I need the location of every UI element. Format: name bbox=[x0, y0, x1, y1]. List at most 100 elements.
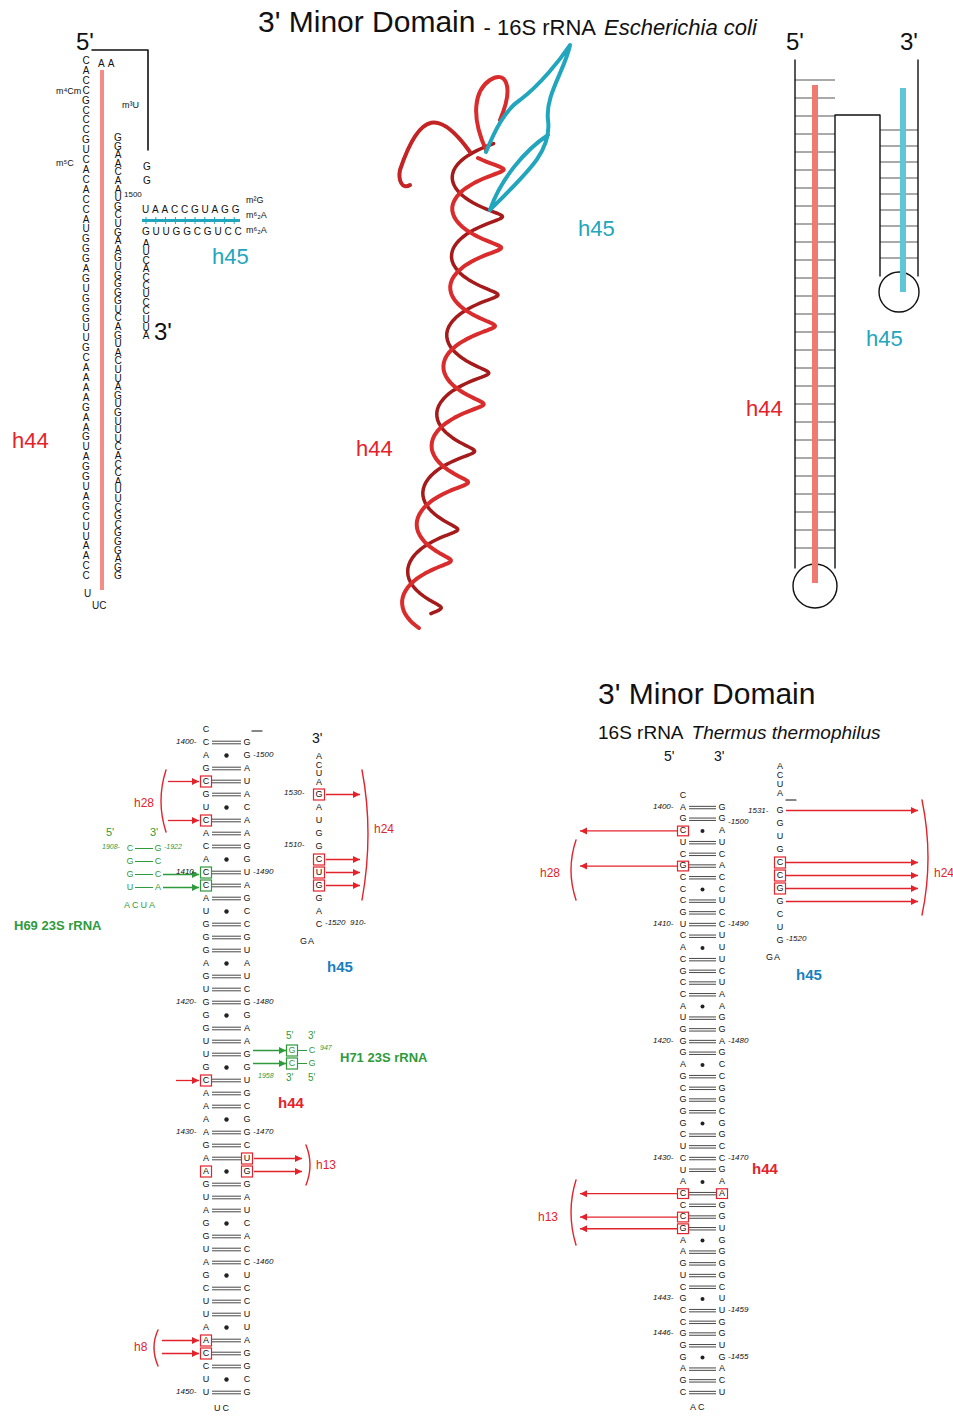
helix-bar bbox=[100, 70, 104, 590]
connector-line bbox=[135, 887, 153, 888]
connector-line bbox=[212, 897, 241, 898]
arrow-head bbox=[192, 1077, 199, 1084]
connector-line bbox=[689, 843, 716, 844]
connector-line bbox=[212, 923, 241, 924]
connector-line bbox=[689, 970, 716, 971]
structure-label: 1410- bbox=[176, 867, 196, 877]
structure-label: 3' bbox=[308, 1030, 315, 1042]
structure-label: U bbox=[84, 588, 91, 600]
connector-line bbox=[212, 1211, 241, 1212]
structure-label: 1450- bbox=[176, 1387, 196, 1397]
connector-line bbox=[212, 821, 241, 822]
connector-line bbox=[786, 901, 918, 902]
structure-label: 5' bbox=[664, 748, 674, 765]
structure-label: 3' bbox=[714, 748, 724, 765]
arrow-head bbox=[279, 1060, 286, 1067]
connector-line bbox=[212, 977, 241, 978]
connector-line bbox=[212, 884, 241, 885]
connector-line bbox=[689, 1075, 716, 1076]
connector-line bbox=[689, 853, 716, 854]
connector-line bbox=[212, 834, 241, 835]
structure-label: 1420- bbox=[176, 997, 196, 1007]
connector-line bbox=[212, 1250, 241, 1251]
connector-line bbox=[212, 743, 241, 744]
connector-line bbox=[880, 242, 918, 243]
structure-label: 3' bbox=[312, 730, 322, 747]
structure-label: h24 bbox=[374, 822, 394, 836]
connector-line bbox=[212, 1248, 241, 1249]
connector-line bbox=[689, 1145, 716, 1146]
connector-line bbox=[689, 899, 716, 900]
connector-line bbox=[212, 886, 241, 887]
connector-line bbox=[212, 1198, 241, 1199]
arrow-head bbox=[353, 791, 360, 798]
structure-label: -1480 bbox=[728, 1036, 748, 1046]
connector-line bbox=[212, 1040, 241, 1041]
connector-line bbox=[212, 767, 241, 768]
structure-label: -1490 bbox=[728, 919, 748, 929]
connector-line bbox=[580, 1193, 678, 1194]
connector-line bbox=[212, 1313, 241, 1314]
connector-line bbox=[254, 1158, 302, 1159]
bracket bbox=[362, 770, 368, 900]
connector-line bbox=[689, 1136, 716, 1137]
connector-line bbox=[689, 1265, 716, 1266]
structure-label: 16S rRNA bbox=[598, 722, 684, 745]
connector-line bbox=[689, 1393, 716, 1394]
structure-label: 3' bbox=[900, 28, 918, 57]
connector-line bbox=[689, 1335, 716, 1336]
schematic-loop bbox=[879, 272, 919, 312]
nucleotide-sequence: GAUGGCUGGAC bbox=[315, 788, 323, 931]
schematic-strand bbox=[794, 60, 795, 568]
structure-label: h28 bbox=[540, 866, 560, 880]
connector-line bbox=[689, 1133, 716, 1134]
connector-line bbox=[880, 226, 918, 227]
connector-line bbox=[689, 995, 716, 996]
connector-line bbox=[155, 217, 156, 224]
connector-line bbox=[212, 832, 241, 833]
structure-label: h45 bbox=[327, 958, 353, 976]
connector-line bbox=[212, 1183, 241, 1184]
connector-line bbox=[689, 1382, 716, 1383]
connector-line bbox=[204, 217, 205, 224]
nucleotide-sequence: GCCA bbox=[154, 842, 162, 894]
nucleotide-sequence: GUUGGCGUCC bbox=[142, 226, 244, 238]
base-pair-dot bbox=[224, 961, 228, 965]
connector-line bbox=[212, 1315, 241, 1316]
connector-line bbox=[689, 993, 716, 994]
connector-line bbox=[880, 258, 918, 259]
connector-line bbox=[880, 162, 918, 163]
backbone-line bbox=[252, 730, 262, 731]
base-pair-dot bbox=[224, 1013, 228, 1017]
connector-line bbox=[212, 819, 241, 820]
connector-line bbox=[185, 217, 186, 224]
structure-label: -1470 bbox=[253, 1127, 273, 1137]
connector-line bbox=[689, 1215, 716, 1216]
base-pair-dot bbox=[701, 1297, 705, 1301]
arrow-head bbox=[580, 863, 587, 870]
structure-label: -1490 bbox=[253, 867, 273, 877]
base-pair-dot bbox=[701, 887, 705, 891]
connector-line bbox=[689, 911, 716, 912]
structure-label: h44 bbox=[356, 436, 393, 462]
connector-line bbox=[689, 876, 716, 877]
nucleotide-sequence: AUCACCUCCUUA bbox=[142, 240, 151, 341]
connector-line bbox=[135, 861, 153, 862]
connector-line bbox=[212, 1289, 241, 1290]
structure-label: 1443- bbox=[653, 1293, 673, 1303]
connector-line bbox=[689, 937, 716, 938]
connector-line bbox=[689, 981, 716, 982]
connector-line bbox=[689, 1286, 716, 1287]
connector-line bbox=[689, 1321, 716, 1322]
structure-label: 5' bbox=[786, 28, 804, 57]
connector-line bbox=[689, 1370, 716, 1371]
connector-line bbox=[297, 1050, 307, 1051]
connector-line bbox=[212, 845, 241, 846]
connector-line bbox=[689, 1089, 716, 1090]
connector-line bbox=[689, 841, 716, 842]
connector-line bbox=[212, 769, 241, 770]
arrow-head bbox=[192, 1350, 199, 1357]
structure-label: 3' bbox=[150, 826, 158, 839]
diagram-title: 3' Minor Domain bbox=[258, 4, 475, 40]
base-pair-dot bbox=[224, 1169, 228, 1173]
